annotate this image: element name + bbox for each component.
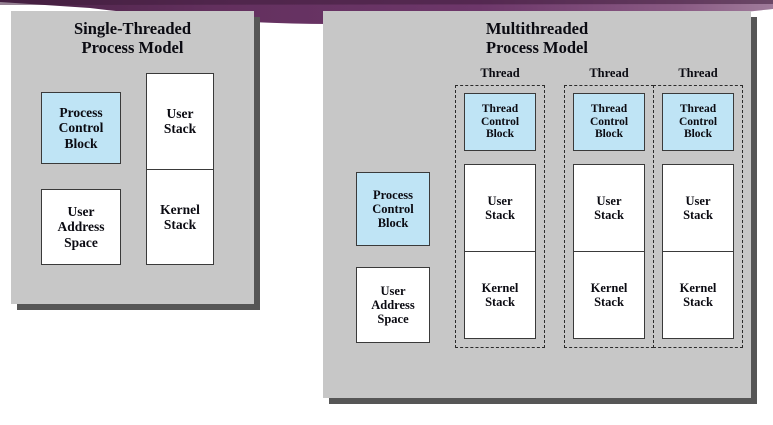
thread-kernel-stack-3: Kernel Stack: [663, 251, 733, 338]
thread-user-stack-2: User Stack: [574, 165, 644, 251]
kernel-stack-line-2: Stack: [683, 295, 713, 309]
kernel-stack-line-1: Kernel: [590, 281, 628, 295]
thread-label-1: Thread: [480, 66, 520, 80]
thread-user-stack-1: User Stack: [465, 165, 535, 251]
right-process-control-block: Process Control Block: [356, 172, 430, 246]
thread-kernel-stack-1: Kernel Stack: [465, 251, 535, 338]
thread-label-3: Thread: [678, 66, 718, 80]
tcb-line-3: Block: [594, 128, 624, 141]
left-title-line-2: Process Model: [81, 37, 184, 57]
thread-control-block-2: Thread Control Block: [573, 93, 645, 151]
user-stack-line-1: User: [487, 194, 513, 208]
tcb-line-2: Control: [678, 115, 718, 128]
thread-control-block-1: Thread Control Block: [464, 93, 536, 151]
tcb-line-1: Thread: [481, 102, 519, 115]
thread-user-stack-3: User Stack: [663, 165, 733, 251]
user-stack-line-1: User: [166, 106, 194, 122]
thread-group-1: [455, 85, 545, 348]
tcb-line-1: Thread: [679, 102, 717, 115]
user-stack-line-2: Stack: [683, 208, 713, 222]
tcb-line-1: Thread: [590, 102, 628, 115]
thread-kernel-stack-2: Kernel Stack: [574, 251, 644, 338]
user-stack-line-2: Stack: [485, 208, 515, 222]
right-title-line-2: Process Model: [486, 37, 588, 57]
pcb-line-3: Block: [64, 135, 98, 151]
thread-stack-column-1: User Stack Kernel Stack: [464, 164, 536, 339]
kernel-stack-line-1: Kernel: [679, 281, 717, 295]
left-user-stack: User Stack: [147, 74, 213, 169]
thread-stack-column-2: User Stack Kernel Stack: [573, 164, 645, 339]
pcb-line-2: Control: [372, 202, 414, 216]
left-user-address-space: User Address Space: [41, 189, 121, 265]
tcb-line-2: Control: [589, 115, 629, 128]
kernel-stack-line-1: Kernel: [481, 281, 519, 295]
kernel-stack-line-2: Stack: [485, 295, 515, 309]
left-process-control-block: Process Control Block: [41, 92, 121, 164]
right-title-line-1: Multithreaded: [485, 19, 589, 38]
thread-stack-column-3: User Stack Kernel Stack: [662, 164, 734, 339]
uas-line-1: User: [67, 204, 95, 220]
uas-line-2: Address: [57, 219, 105, 235]
user-stack-line-1: User: [596, 194, 622, 208]
pcb-line-2: Control: [58, 120, 104, 136]
uas-line-1: User: [380, 284, 406, 298]
thread-label-2: Thread: [589, 66, 629, 80]
left-stack-column: User Stack Kernel Stack: [146, 73, 214, 265]
user-stack-line-2: Stack: [163, 121, 197, 137]
multithreaded-panel: Multithreaded Process Model Process Cont…: [323, 11, 751, 398]
left-panel-title: Single-Threaded Process Model: [11, 19, 254, 58]
right-panel-title: Multithreaded Process Model: [323, 19, 751, 58]
pcb-line-1: Process: [59, 105, 103, 121]
user-stack-line-1: User: [685, 194, 711, 208]
pcb-line-3: Block: [377, 216, 409, 230]
left-title-line-1: Single-Threaded: [73, 19, 192, 38]
uas-line-2: Address: [371, 298, 415, 312]
tcb-line-2: Control: [480, 115, 520, 128]
kernel-stack-line-2: Stack: [594, 295, 624, 309]
kernel-stack-line-1: Kernel: [160, 201, 200, 217]
kernel-stack-line-2: Stack: [163, 216, 197, 232]
uas-line-3: Space: [377, 312, 409, 326]
right-user-address-space: User Address Space: [356, 267, 430, 343]
user-stack-line-2: Stack: [594, 208, 624, 222]
tcb-line-3: Block: [485, 128, 515, 141]
thread-group-3: [653, 85, 743, 348]
tcb-line-3: Block: [683, 128, 713, 141]
left-kernel-stack: Kernel Stack: [147, 168, 213, 265]
single-threaded-panel: Single-Threaded Process Model Process Co…: [11, 11, 254, 304]
uas-line-3: Space: [64, 234, 98, 250]
pcb-line-1: Process: [372, 188, 414, 202]
thread-control-block-3: Thread Control Block: [662, 93, 734, 151]
